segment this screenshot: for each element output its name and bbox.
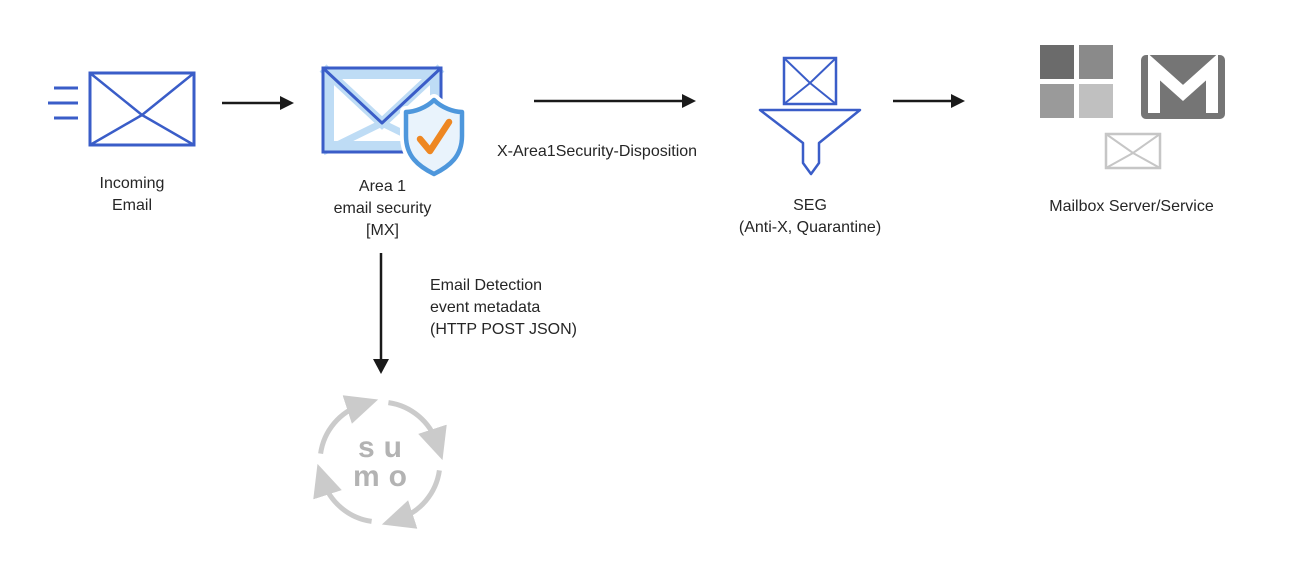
- flow-arrow-area1-to-seg: [534, 94, 696, 108]
- flow-arrow-seg-to-mailbox: [893, 94, 965, 108]
- flow-arrow-incoming-to-area1: [222, 96, 294, 110]
- small-envelope-icon: [1104, 132, 1162, 170]
- metadata-arrow: [373, 253, 389, 374]
- label-line: Incoming: [99, 175, 165, 192]
- seg-filter-icon: [758, 56, 862, 176]
- gmail-icon: [1141, 53, 1225, 119]
- microsoft-logo-icon: [1040, 45, 1113, 118]
- motion-lines-icon: [48, 86, 78, 120]
- seg-label: SEG (Anti-X, Quarantine): [712, 195, 908, 239]
- sumo-logic-logo-icon: [313, 395, 447, 529]
- label-line: Email: [111, 197, 152, 214]
- disposition-label: X-Area1Security-Disposition: [497, 143, 698, 160]
- incoming-email-label: Incoming Email: [57, 173, 207, 217]
- mailbox-label: Mailbox Server/Service: [1049, 198, 1214, 215]
- label-line: event metadata: [430, 299, 541, 316]
- check-icon: [416, 118, 453, 155]
- funnel-icon: [758, 108, 862, 176]
- label-line: Email Detection: [430, 277, 543, 294]
- area1-label: Area 1 email security [MX]: [300, 176, 465, 242]
- label-line: su: [357, 431, 411, 464]
- label-line: (Anti-X, Quarantine): [738, 219, 882, 236]
- label-line: (HTTP POST JSON): [430, 321, 577, 338]
- label-line: email security: [333, 200, 432, 217]
- metadata-label: Email Detection event metadata (HTTP POS…: [430, 275, 650, 341]
- envelope-icon: [88, 71, 196, 147]
- label-line: SEG: [793, 197, 827, 214]
- label-line: Area 1: [358, 178, 407, 195]
- incoming-email-icon: [48, 71, 196, 147]
- sumo-logo-text: su mo: [310, 392, 450, 532]
- area1-envelope-icon: [319, 64, 445, 156]
- label-line: mo: [353, 460, 416, 493]
- label-line: [MX]: [366, 222, 399, 239]
- shield-check-icon: [400, 94, 468, 180]
